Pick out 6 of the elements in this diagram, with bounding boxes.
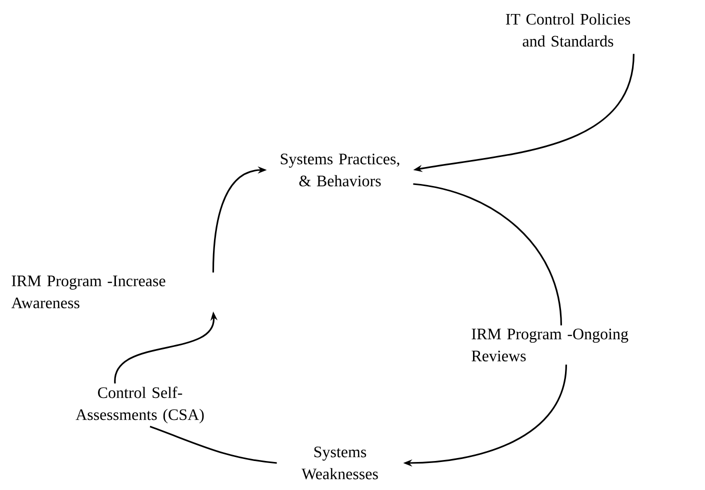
node-text: Systems Practices, & Behaviors — [280, 154, 400, 186]
node-text: IRM Program -Ongoing Reviews — [472, 328, 628, 362]
node-text: Control Self-Assessments (CSA) — [76, 386, 204, 424]
node-text: Systems Weaknesses — [302, 446, 378, 480]
node-text: IRM Program -Increase Awareness — [11, 276, 166, 308]
node-text: IT Control Policies and Standards — [506, 13, 630, 47]
